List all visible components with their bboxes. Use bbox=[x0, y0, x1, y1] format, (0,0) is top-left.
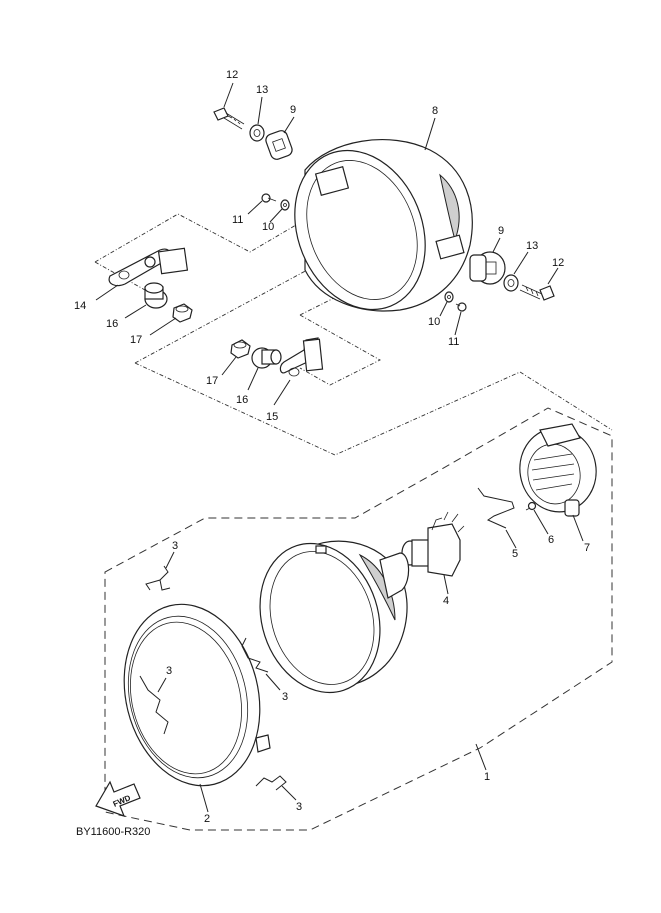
callout-17-left: 17 bbox=[130, 334, 142, 346]
callout-11-upper: 11 bbox=[232, 214, 243, 226]
clip-top bbox=[145, 565, 171, 591]
leader-3a bbox=[165, 551, 175, 569]
leader-2 bbox=[199, 783, 209, 813]
callout-10-right: 10 bbox=[428, 316, 440, 328]
leader-3c bbox=[265, 673, 281, 691]
leader-9b bbox=[492, 237, 501, 253]
callout-3-bottom: 3 bbox=[296, 801, 302, 813]
callout-6: 6 bbox=[548, 534, 554, 546]
grommet-upper bbox=[265, 130, 293, 160]
callout-10-upper: 10 bbox=[262, 221, 274, 233]
leader-3b bbox=[157, 677, 167, 693]
grommet-right bbox=[469, 251, 506, 285]
leader-12b bbox=[547, 267, 559, 285]
clip-inner bbox=[139, 675, 169, 735]
screw-small bbox=[525, 501, 537, 511]
callout-3-inner: 3 bbox=[166, 665, 172, 677]
callout-8: 8 bbox=[432, 105, 438, 117]
leader-8 bbox=[424, 117, 436, 151]
screw-upper bbox=[261, 193, 277, 203]
callout-9-upper: 9 bbox=[290, 104, 296, 116]
callout-3-right: 3 bbox=[282, 691, 288, 703]
callout-7: 7 bbox=[584, 542, 590, 554]
headlight-rim bbox=[123, 603, 271, 787]
callout-15: 15 bbox=[266, 411, 278, 423]
callout-13-right: 13 bbox=[526, 240, 538, 252]
collar-left bbox=[144, 282, 168, 309]
callout-13-upper: 13 bbox=[256, 84, 268, 96]
bolt-right bbox=[519, 284, 555, 301]
callout-4: 4 bbox=[443, 595, 449, 607]
leader-17a bbox=[149, 317, 177, 336]
leader-9a bbox=[283, 116, 295, 134]
leader-13a bbox=[257, 96, 263, 125]
callout-12-upper: 12 bbox=[226, 69, 238, 81]
bolt-upper bbox=[213, 107, 245, 130]
leader-11b bbox=[454, 311, 462, 336]
washer-upper bbox=[249, 124, 265, 142]
leader-12a bbox=[223, 82, 234, 108]
callout-3-top: 3 bbox=[172, 540, 178, 552]
screw-right bbox=[455, 302, 467, 312]
spring-clip bbox=[477, 487, 515, 529]
assembly-boundary bbox=[104, 407, 613, 831]
leader-17b bbox=[221, 356, 237, 376]
socket-cover bbox=[519, 423, 597, 517]
drawing-code: BY11600-R320 bbox=[76, 826, 150, 838]
leader-15 bbox=[273, 379, 291, 406]
leader-10b bbox=[439, 301, 448, 317]
leader-10a bbox=[269, 208, 283, 223]
callout-14: 14 bbox=[74, 300, 86, 312]
callout-16-left: 16 bbox=[106, 318, 118, 330]
leader-14 bbox=[95, 284, 119, 301]
bracket-left bbox=[108, 247, 189, 287]
clip-right bbox=[241, 637, 269, 673]
callout-9-right: 9 bbox=[498, 225, 504, 237]
nut-middle bbox=[230, 339, 251, 359]
callout-11-right: 11 bbox=[448, 336, 459, 348]
leader-5 bbox=[505, 529, 517, 549]
callout-17-middle: 17 bbox=[206, 375, 218, 387]
callout-12-right: 12 bbox=[552, 257, 564, 269]
washer-right bbox=[503, 274, 519, 292]
leader-6 bbox=[533, 509, 549, 535]
washer-small-upper bbox=[280, 199, 290, 211]
callout-16-middle: 16 bbox=[236, 394, 248, 406]
headlight-bulb bbox=[401, 511, 465, 577]
ref-line-left-bracket bbox=[94, 204, 331, 263]
leader-7 bbox=[572, 514, 584, 542]
callout-1: 1 bbox=[484, 771, 490, 783]
leader-4 bbox=[443, 574, 449, 595]
fwd-arrow-icon bbox=[95, 780, 141, 818]
leader-16a bbox=[124, 304, 147, 319]
leader-11a bbox=[247, 200, 263, 215]
headlight-unit bbox=[259, 540, 410, 694]
headlight-case bbox=[294, 139, 473, 312]
leader-3d bbox=[281, 785, 297, 801]
leader-1 bbox=[475, 743, 487, 771]
nut-left bbox=[172, 303, 193, 323]
leader-16b bbox=[247, 367, 259, 391]
callout-5: 5 bbox=[512, 548, 518, 560]
ref-line-mid bbox=[134, 362, 613, 456]
callout-2: 2 bbox=[204, 813, 210, 825]
ref-line-bracket15 bbox=[299, 314, 381, 386]
clip-bottom bbox=[255, 775, 287, 791]
leader-13b bbox=[513, 251, 529, 275]
collar-middle bbox=[251, 347, 282, 369]
bracket-right bbox=[279, 337, 324, 377]
washer-small-right bbox=[444, 291, 454, 303]
